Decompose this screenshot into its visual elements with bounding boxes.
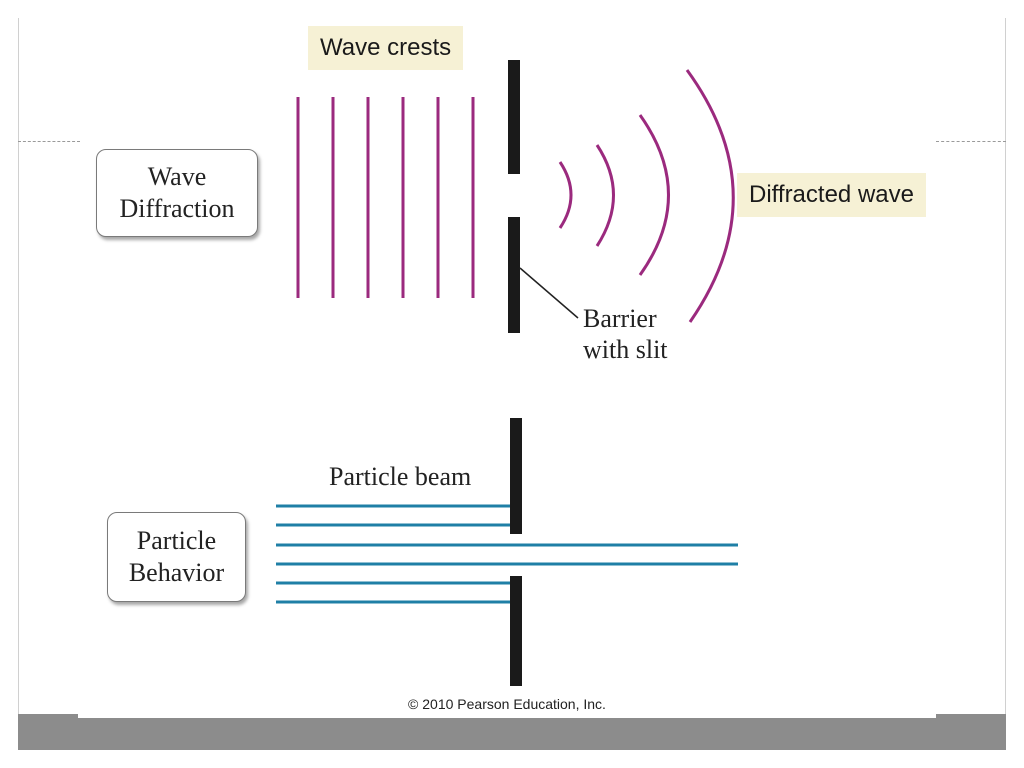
- barrier-pointer-line: [519, 267, 579, 319]
- frame-border-left: [18, 18, 19, 718]
- diffracted-arc: [595, 144, 615, 247]
- wave-diffraction-box: Wave Diffraction: [96, 149, 258, 237]
- lower-barrier: [510, 418, 522, 686]
- diffracted-wave-arcs: [558, 69, 735, 323]
- particle-beam-lines: [276, 504, 738, 604]
- dashed-guide-left: [18, 141, 80, 142]
- diffracted-arc: [638, 114, 670, 276]
- frame-border-right: [1005, 18, 1006, 718]
- bottom-bar: [18, 718, 1006, 750]
- diffracted-arc: [685, 69, 735, 323]
- copyright-notice: © 2010 Pearson Education, Inc.: [408, 696, 606, 712]
- bottom-notch-right: [936, 714, 1006, 720]
- barrier-segment-top: [510, 418, 522, 534]
- wave-crests-label: Wave crests: [308, 26, 464, 70]
- barrier-with-slit-label: Barrier with slit: [583, 304, 668, 364]
- barrier-segment-top: [508, 60, 520, 174]
- particle-beam-label: Particle beam: [329, 462, 472, 491]
- barrier-segment-bottom: [508, 217, 520, 333]
- upper-barrier: [508, 60, 520, 333]
- diffracted-arc: [558, 161, 573, 229]
- barrier-segment-bottom: [510, 576, 522, 686]
- particle-behavior-box: Particle Behavior: [107, 512, 246, 602]
- incoming-wave-crests: [296, 97, 475, 298]
- diffracted-wave-label: Diffracted wave: [737, 173, 926, 217]
- bottom-notch-left: [18, 714, 78, 720]
- dashed-guide-right: [936, 141, 1006, 142]
